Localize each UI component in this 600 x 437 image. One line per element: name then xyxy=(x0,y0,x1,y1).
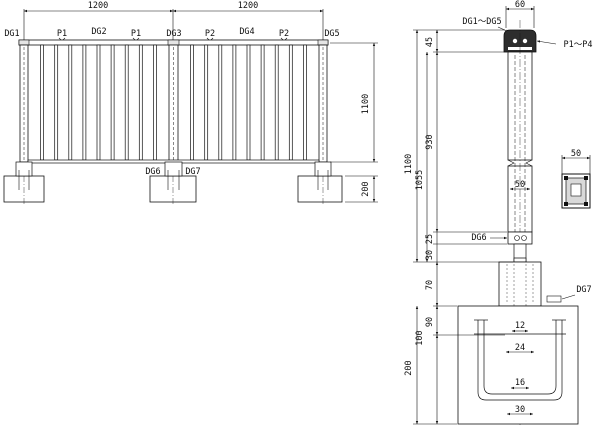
dim-100: 100 xyxy=(415,330,425,345)
anchor-bolts xyxy=(18,170,329,190)
dim-50-section: 50 xyxy=(571,149,581,159)
label-dg6-side: DG6 xyxy=(471,233,486,243)
dim-90: 90 xyxy=(425,317,435,327)
baluster xyxy=(96,44,101,161)
dim-45: 45 xyxy=(425,37,435,47)
label-p1-left: P1 xyxy=(57,29,67,39)
dim-1100-front: 1100 xyxy=(361,94,371,114)
label-dg6-front: DG6 xyxy=(145,167,160,177)
right-dimension xyxy=(330,42,378,203)
label-dg2: DG2 xyxy=(91,27,106,37)
baluster xyxy=(232,44,237,161)
dim-200-front: 200 xyxy=(361,181,371,196)
baluster xyxy=(260,44,265,161)
dim-12: 12 xyxy=(515,321,525,331)
label-dg4: DG4 xyxy=(239,27,254,37)
foundation-bases xyxy=(3,175,343,203)
dim-930: 930 xyxy=(425,134,435,149)
base-centerlines xyxy=(23,176,324,206)
baluster xyxy=(246,44,251,161)
baluster xyxy=(190,44,194,161)
dim-1100-side: 1100 xyxy=(404,154,414,174)
dim-200-side: 200 xyxy=(404,360,414,375)
dim-16: 16 xyxy=(515,378,525,388)
label-p1-right: P1 xyxy=(131,29,141,39)
baluster xyxy=(288,44,293,161)
side-left-dimensions xyxy=(413,29,513,425)
side-section: 60 DG1～DG5 P1～P4 50 DG6 xyxy=(404,0,592,425)
baluster xyxy=(40,44,44,161)
baluster xyxy=(138,44,143,161)
top-dimension xyxy=(23,9,324,40)
label-p1-p4: P1～P4 xyxy=(564,40,593,50)
baluster xyxy=(68,44,73,161)
baluster xyxy=(124,44,129,161)
label-dg1: DG1 xyxy=(4,29,19,39)
dim-50-post: 50 xyxy=(515,180,525,190)
label-dg7-side: DG7 xyxy=(576,285,591,295)
label-p2-right: P2 xyxy=(279,29,289,39)
baluster xyxy=(110,44,115,161)
dim-1200-right: 1200 xyxy=(238,1,258,11)
dim-24: 24 xyxy=(515,343,525,353)
baluster xyxy=(82,44,87,161)
baluster xyxy=(303,44,307,161)
label-p2-left: P2 xyxy=(205,29,215,39)
dim-1055: 1055 xyxy=(415,170,425,190)
dim-1200-left: 1200 xyxy=(88,1,108,11)
post-dashes xyxy=(23,47,324,162)
dim-70: 70 xyxy=(425,280,435,290)
baluster xyxy=(218,44,223,161)
top-rail xyxy=(18,39,329,46)
base-brackets xyxy=(15,161,332,177)
dim-25: 25 xyxy=(425,234,435,244)
label-dg3: DG3 xyxy=(166,29,181,39)
post-cross-section: 50 xyxy=(561,149,591,209)
label-dg5: DG5 xyxy=(324,29,339,39)
plinth xyxy=(498,261,542,307)
balusters xyxy=(40,44,307,161)
baluster xyxy=(54,44,59,161)
dim-60: 60 xyxy=(515,0,525,10)
dim-30: 30 xyxy=(425,250,435,260)
dg6-fitting xyxy=(507,231,533,245)
rebar xyxy=(474,319,566,401)
baluster xyxy=(153,44,157,161)
baluster xyxy=(274,44,279,161)
label-cap: DG1～DG5 xyxy=(462,17,501,27)
dim-30-bottom: 30 xyxy=(515,405,525,415)
label-dg7-front: DG7 xyxy=(185,167,200,177)
front-elevation: 1200 1200 DG1 P1 DG2 P1 DG3 P2 DG4 P2 DG… xyxy=(3,1,378,206)
baluster xyxy=(204,44,209,161)
